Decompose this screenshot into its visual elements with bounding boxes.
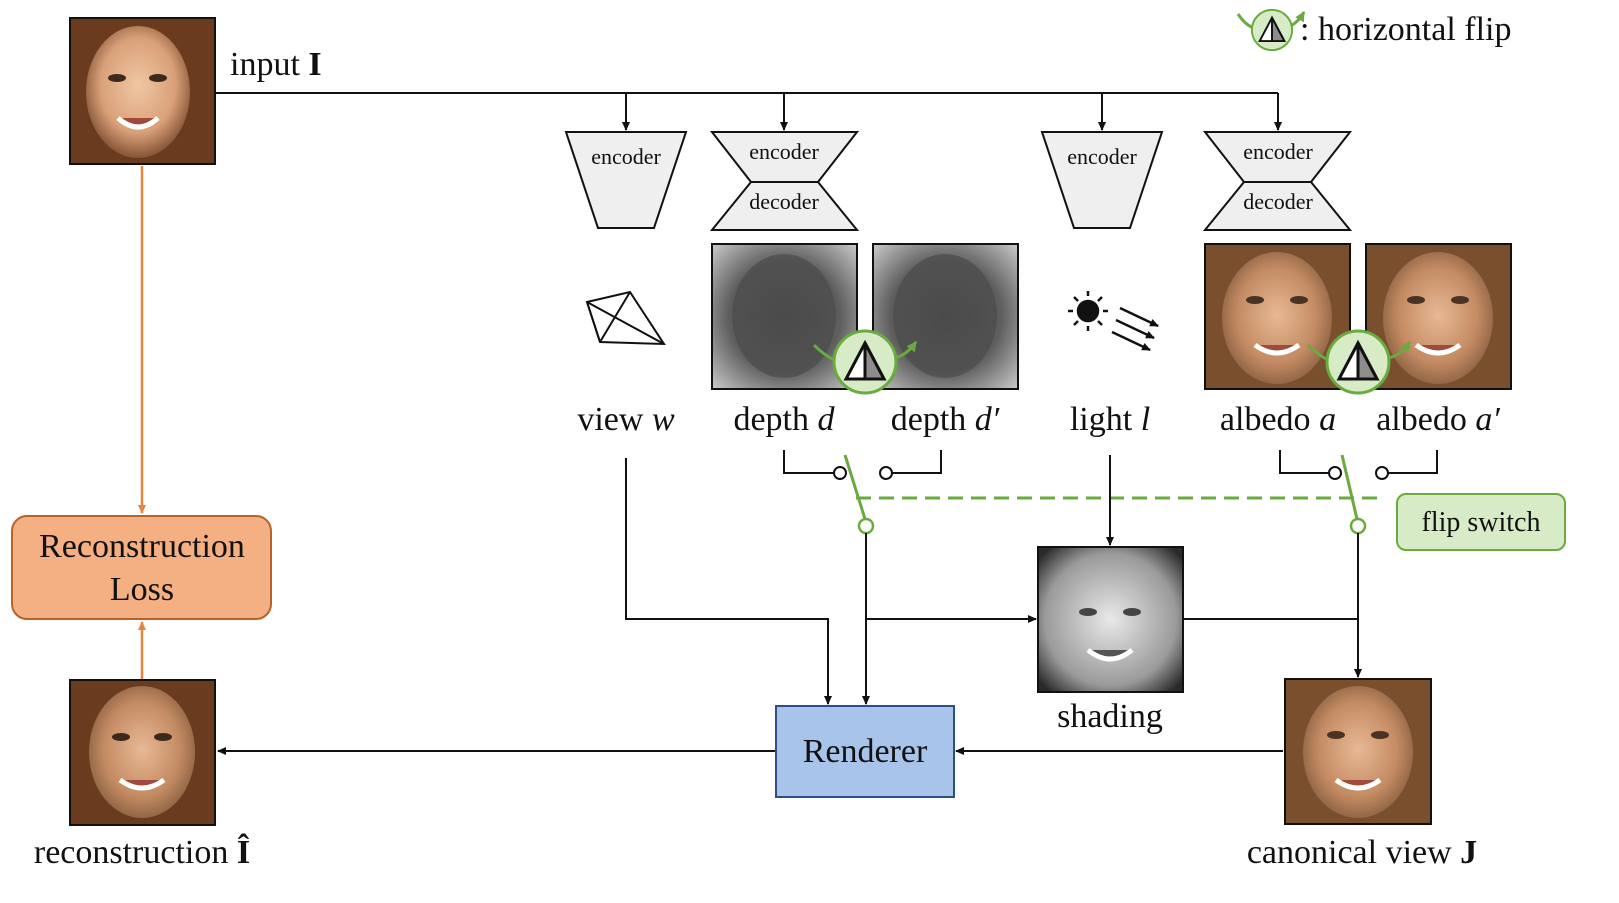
- depth-flipped-label: depth d′: [891, 401, 1000, 438]
- input-label: input: [230, 46, 300, 83]
- depth-map: [711, 243, 858, 390]
- view-encoder-label: encoder: [591, 144, 661, 169]
- light-icon: [1068, 291, 1159, 352]
- reconstruction-image: [69, 679, 216, 826]
- flip-switch-label: flip switch: [1422, 507, 1541, 538]
- depth-encoder-label: encoder: [749, 139, 819, 164]
- view-encoder: encoder: [564, 131, 688, 229]
- legend-text: : horizontal flip: [1300, 11, 1512, 48]
- depth-switch: [783, 450, 942, 535]
- reconstruction-loss-box: Reconstruction Loss: [11, 166, 272, 679]
- reconstruction-label: reconstruction Î: [34, 833, 250, 871]
- light-label: light l: [1070, 401, 1150, 438]
- signal-lines: [217, 455, 1362, 755]
- albedo-map: [1204, 243, 1351, 390]
- input-symbol: I: [308, 46, 321, 83]
- camera-icon: [585, 290, 666, 346]
- albedo-label: albedo a: [1220, 401, 1336, 438]
- canonical-view-image: [1284, 678, 1432, 825]
- input-bus: [215, 92, 1282, 131]
- albedo-decoder-label: decoder: [1243, 189, 1313, 214]
- albedo-encoder-decoder: encoder decoder: [1202, 131, 1353, 231]
- depth-encoder-decoder: encoder decoder: [709, 131, 860, 231]
- shading-label: shading: [1057, 698, 1163, 735]
- depth-decoder-label: decoder: [749, 189, 819, 214]
- view-label: view w: [577, 401, 675, 438]
- depth-flip-icon: [832, 329, 898, 395]
- input-image: [69, 17, 216, 165]
- renderer-box: Renderer: [775, 705, 955, 798]
- albedo-flip-marker: [1306, 329, 1412, 395]
- svg-text:input I: input I: [230, 46, 322, 83]
- renderer-label: Renderer: [803, 733, 928, 770]
- loss-line-1: Reconstruction: [39, 528, 245, 565]
- light-encoder: encoder: [1040, 131, 1164, 229]
- albedo-flip-icon: [1325, 329, 1391, 395]
- flip-switch-box: flip switch: [1396, 493, 1566, 551]
- shading-image: [1037, 546, 1184, 693]
- light-encoder-label: encoder: [1067, 144, 1137, 169]
- canonical-view-label: canonical view J: [1247, 834, 1477, 871]
- legend: : horizontal flip: [1236, 8, 1512, 52]
- depth-flip-marker: [812, 329, 918, 395]
- depth-label: depth d: [733, 401, 835, 438]
- albedo-encoder-label: encoder: [1243, 139, 1313, 164]
- albedo-flipped-label: albedo a′: [1376, 401, 1500, 438]
- loss-line-2: Loss: [110, 571, 174, 608]
- flip-icon: [1250, 8, 1294, 52]
